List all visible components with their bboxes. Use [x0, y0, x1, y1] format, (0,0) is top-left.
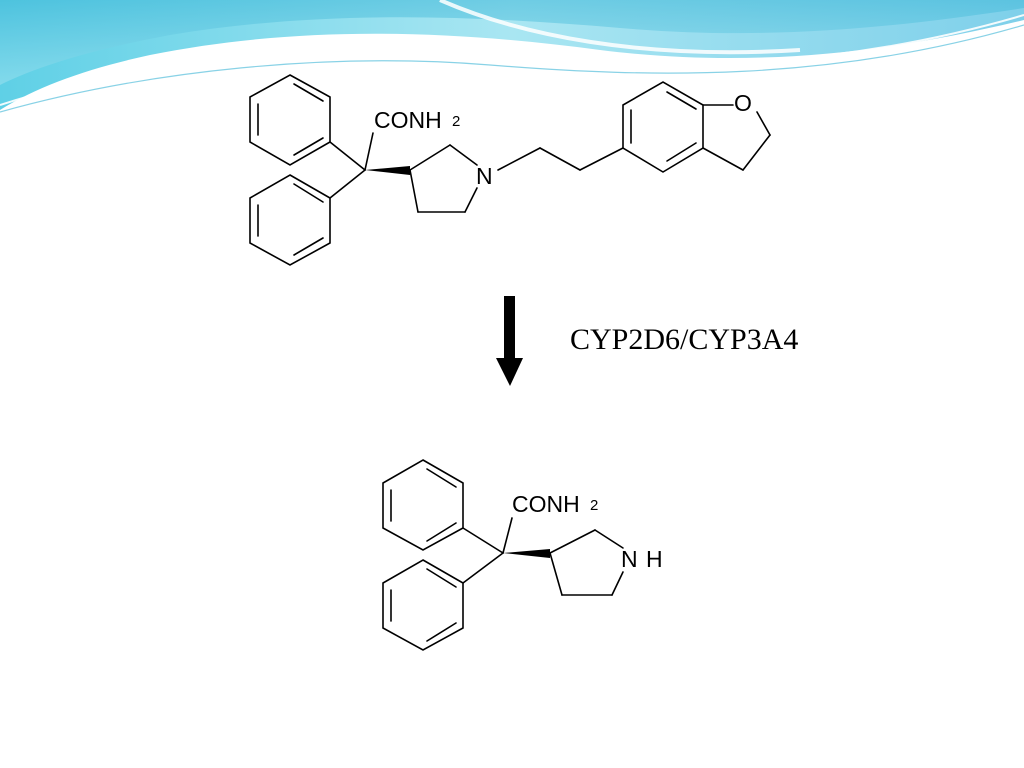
reaction-arrow [496, 296, 523, 386]
product-molecule: CONH 2 N H [382, 459, 663, 651]
substrate-amide-subscript: 2 [452, 113, 460, 130]
product-phenyl-ring-lower [382, 559, 464, 651]
substrate-wedge-bond [365, 166, 410, 175]
substrate-amide-label: CONH [374, 107, 442, 133]
header-wave-decoration [0, 0, 1024, 113]
product-nitrogen-hydrogen-label: H [646, 546, 663, 572]
enzyme-label: CYP2D6/CYP3A4 [570, 323, 798, 356]
product-pyrrolidine-ring [549, 529, 624, 596]
substrate-molecule: CONH 2 N O [249, 74, 771, 266]
substrate-phenyl-ring-upper [249, 74, 331, 166]
product-nitrogen-label: N [621, 546, 638, 572]
substrate-oxygen-label: O [734, 90, 752, 116]
product-amide-subscript: 2 [590, 497, 598, 514]
product-wedge-bond [503, 549, 550, 558]
substrate-phenyl-ring-lower [249, 174, 331, 266]
substrate-nitrogen-label: N [476, 163, 493, 189]
substrate-pyrrolidine-ring [409, 144, 478, 213]
substrate-dihydrobenzofuran [622, 81, 771, 173]
product-amide-label: CONH [512, 491, 580, 517]
product-phenyl-ring-upper [382, 459, 464, 551]
